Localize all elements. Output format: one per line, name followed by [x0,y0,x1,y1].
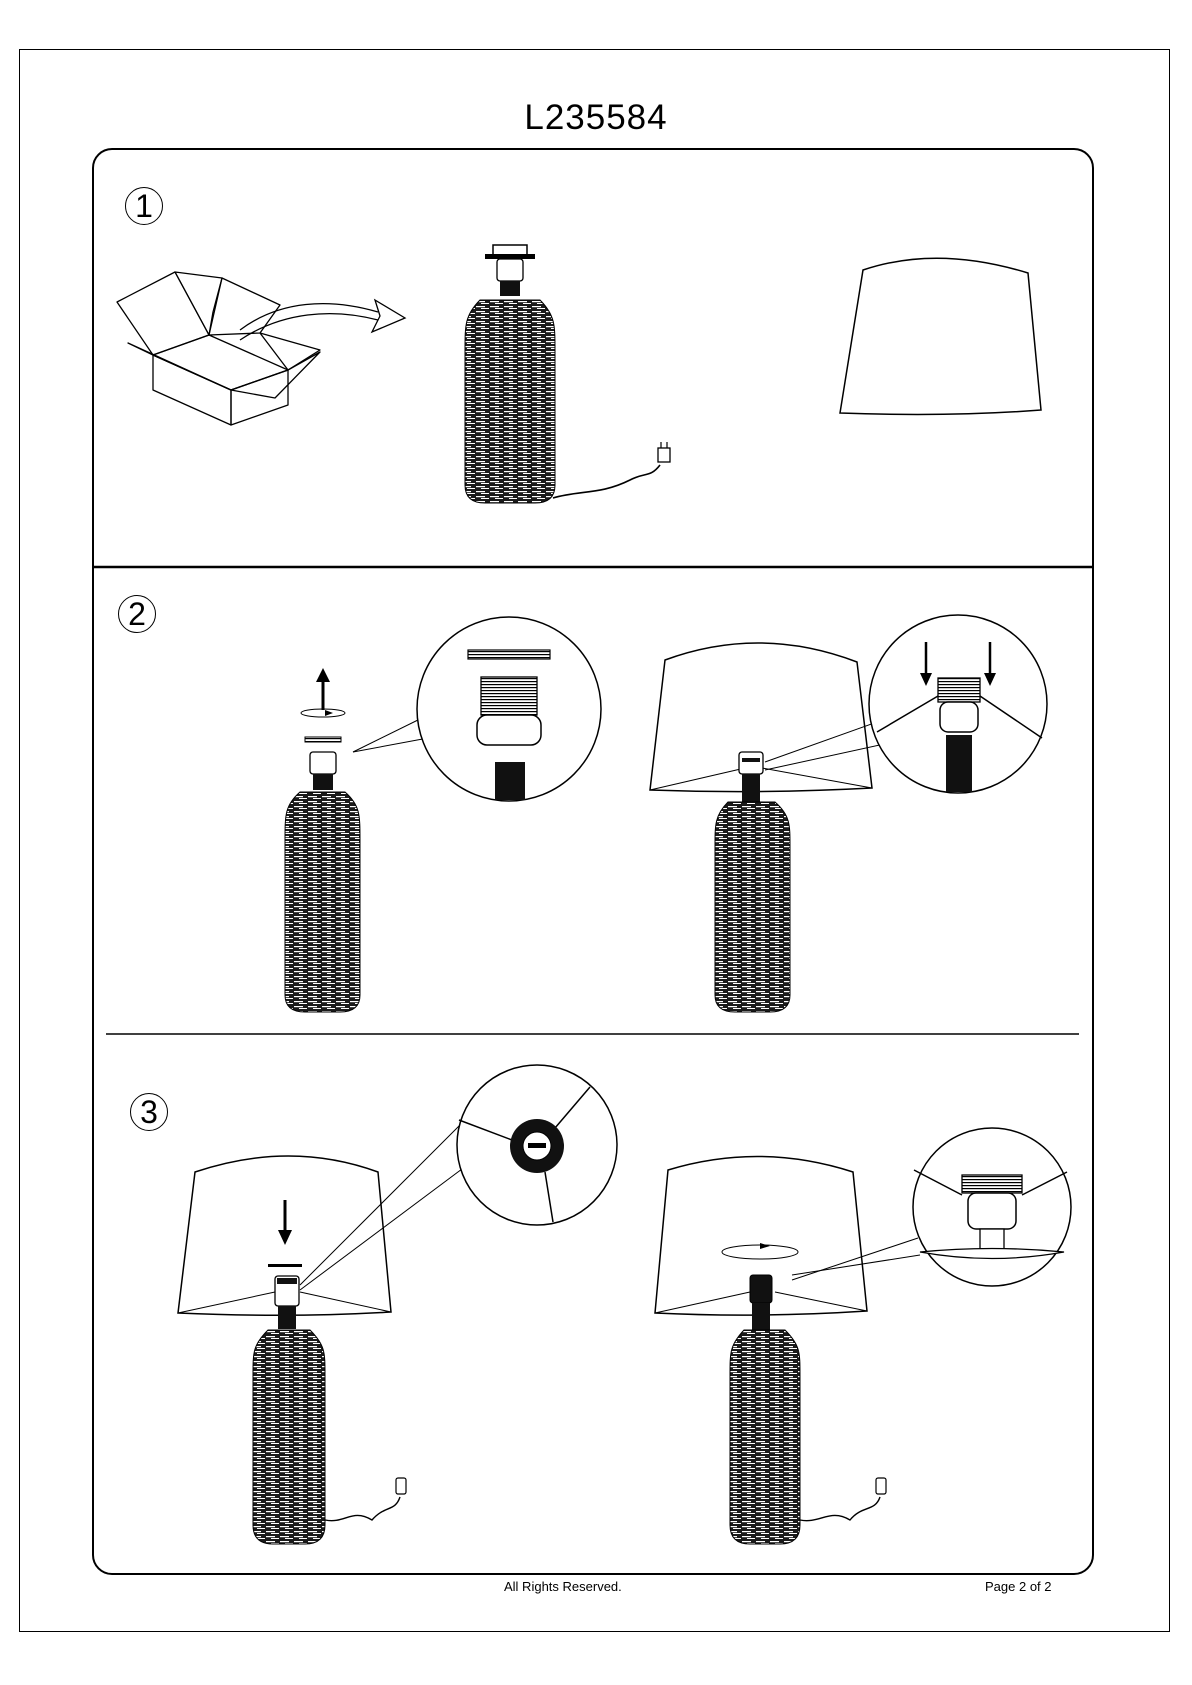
shade-detail-circle [869,615,1047,793]
insert-ring-illustration [178,1123,470,1544]
ring-detail-circle [417,617,601,801]
ring-top-detail-circle [457,1065,617,1225]
open-box-icon [117,272,320,425]
lamp-base-icon [465,245,670,503]
tightened-detail-circle [913,1128,1071,1286]
tighten-ring-illustration [655,1156,920,1544]
lampshade-icon [840,258,1041,414]
remove-ring-illustration [285,668,428,1012]
